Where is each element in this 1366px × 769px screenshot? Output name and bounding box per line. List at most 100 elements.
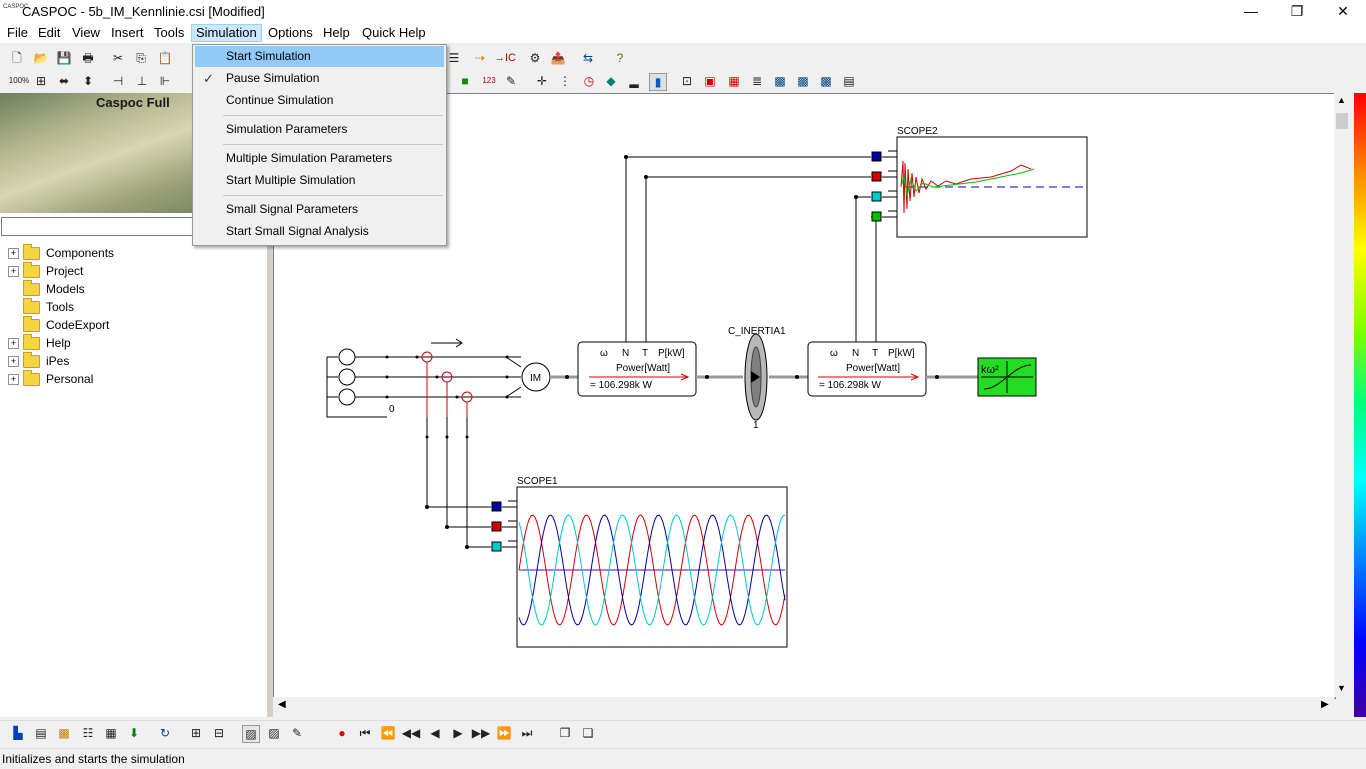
fast-back-icon[interactable]: ⏪: [380, 726, 396, 740]
step-back-icon[interactable]: ◀◀: [401, 726, 421, 740]
scope-icon[interactable]: ▣: [704, 74, 716, 88]
step-forward-icon[interactable]: ▶▶: [471, 726, 491, 740]
panel-splitter[interactable]: [266, 93, 273, 717]
menu-item-continue-simulation[interactable]: Continue Simulation: [226, 93, 334, 107]
first-icon[interactable]: ⏮: [359, 726, 371, 740]
menu-file[interactable]: File: [7, 25, 28, 40]
help-icon[interactable]: ?: [616, 51, 624, 65]
probe-icon[interactable]: ✎: [505, 74, 517, 88]
component-icon[interactable]: ⚙: [529, 51, 541, 65]
menu-quick-help[interactable]: Quick Help: [362, 25, 426, 40]
scope1-display[interactable]: [516, 486, 788, 648]
grid-icon[interactable]: ⋮: [559, 74, 571, 88]
scope2-port-blue[interactable]: [871, 151, 882, 162]
scope1-port-blue[interactable]: [491, 501, 502, 512]
menu-item-simulation-parameters[interactable]: Simulation Parameters: [226, 122, 348, 136]
windows-icon[interactable]: ❐: [559, 726, 571, 740]
menu-item-start-small-signal-analysis[interactable]: Start Small Signal Analysis: [226, 224, 369, 238]
menu-edit[interactable]: Edit: [38, 25, 61, 40]
cascade-icon[interactable]: ❏: [582, 726, 594, 740]
connect-icon[interactable]: ⇆: [582, 51, 594, 65]
export-icon[interactable]: 📤: [550, 51, 566, 65]
zoom-fit-icon[interactable]: ⊞: [35, 74, 47, 88]
open-folder-icon[interactable]: 📂: [33, 51, 49, 65]
menu-tools[interactable]: Tools: [154, 25, 185, 40]
tree-item-project[interactable]: +Project: [8, 261, 83, 280]
zoom-width-icon[interactable]: ⬌: [58, 74, 70, 88]
counter-button[interactable]: 123: [482, 76, 496, 85]
minimize-button[interactable]: —: [1244, 3, 1258, 19]
save-icon[interactable]: 💾: [56, 51, 72, 65]
scroll-down-icon[interactable]: ▼: [1337, 683, 1346, 693]
menu-item-multiple-simulation-parameters[interactable]: Multiple Simulation Parameters: [226, 151, 393, 165]
clock-icon[interactable]: ◷: [583, 74, 595, 88]
tree-item-models[interactable]: Models: [8, 279, 85, 298]
paste-icon[interactable]: 📋: [157, 51, 173, 65]
menu-item-start-multiple-simulation[interactable]: Start Multiple Simulation: [226, 173, 356, 187]
fill-icon[interactable]: ◆: [606, 74, 616, 88]
three-phase-supply[interactable]: [326, 348, 522, 418]
zoom-height-icon[interactable]: ⬍: [82, 74, 94, 88]
menu-options[interactable]: Options: [268, 25, 313, 40]
download-icon[interactable]: ⬇: [128, 726, 140, 740]
report-icon[interactable]: ▤: [35, 726, 47, 740]
menu-item-start-simulation[interactable]: Start Simulation: [195, 46, 444, 67]
menu-item-small-signal-parameters[interactable]: Small Signal Parameters: [226, 202, 359, 216]
picture2-icon[interactable]: ▨: [268, 726, 280, 740]
chart-bars-icon[interactable]: ▙: [13, 726, 23, 740]
inductor-icon[interactable]: ⊥: [136, 74, 148, 88]
menu-simulation[interactable]: Simulation: [191, 24, 262, 42]
back-icon[interactable]: ◀: [430, 726, 440, 740]
node-icon[interactable]: ✛: [536, 74, 548, 88]
zoom-100-button[interactable]: 100%: [8, 76, 30, 85]
tree-item-help[interactable]: +Help: [8, 333, 71, 352]
maximize-button[interactable]: ❐: [1290, 3, 1304, 19]
vertical-scrollbar[interactable]: ▲ ▼: [1334, 93, 1351, 697]
current-probes[interactable]: [421, 351, 473, 417]
cut-icon[interactable]: ✂: [112, 51, 124, 65]
power-meter-1[interactable]: [577, 341, 697, 397]
tree-item-personal[interactable]: +Personal: [8, 369, 93, 388]
scope1-port-cyan[interactable]: [491, 541, 502, 552]
list-view-icon[interactable]: ☷: [82, 726, 94, 740]
close-button[interactable]: ✕: [1337, 3, 1349, 19]
menu-item-pause-simulation[interactable]: ✓Pause Simulation: [195, 68, 444, 89]
copy-icon[interactable]: ⎘: [136, 51, 146, 65]
chip-icon[interactable]: ▩: [774, 74, 786, 88]
expand-icon[interactable]: +: [8, 265, 19, 277]
scope1-port-red[interactable]: [491, 521, 502, 532]
play-icon[interactable]: ▶: [453, 726, 463, 740]
print-icon[interactable]: 🖶: [82, 51, 94, 65]
numeric-icon[interactable]: ▩: [58, 726, 70, 740]
menu-view[interactable]: View: [72, 25, 100, 40]
chip2-icon[interactable]: ▩: [797, 74, 809, 88]
tree-item-components[interactable]: +Components: [8, 243, 114, 262]
scope2-port-cyan[interactable]: [871, 191, 882, 202]
schematic-canvas[interactable]: SCOPE2 0 IM SCOPE1: [273, 93, 1336, 699]
scope2-port-green[interactable]: [871, 211, 882, 222]
library-search-input[interactable]: [1, 217, 193, 236]
fast-forward-icon[interactable]: ⏩: [496, 726, 512, 740]
new-file-icon[interactable]: 🗋: [12, 51, 22, 65]
horizontal-scrollbar[interactable]: ◀ ▶: [273, 697, 1334, 714]
tools-icon[interactable]: ✎: [291, 726, 303, 740]
arrow-right-icon[interactable]: ⇢: [474, 51, 486, 65]
block-icon[interactable]: ■: [461, 74, 469, 88]
library-icon[interactable]: ▦: [728, 74, 740, 88]
menu-help[interactable]: Help: [323, 25, 350, 40]
layout-icon[interactable]: ⊞: [190, 726, 202, 740]
expand-icon[interactable]: +: [8, 355, 19, 367]
scroll-right-icon[interactable]: ▶: [1321, 699, 1329, 710]
scroll-left-icon[interactable]: ◀: [278, 699, 286, 710]
align-icon[interactable]: ☰: [448, 51, 460, 65]
menu-insert[interactable]: Insert: [111, 25, 144, 40]
picture-icon[interactable]: ▨: [242, 725, 260, 743]
expand-icon[interactable]: +: [8, 337, 19, 349]
tree-item-codeexport[interactable]: CodeExport: [8, 315, 109, 334]
level-icon[interactable]: ▂: [629, 74, 639, 88]
tree-item-ipes[interactable]: +iPes: [8, 351, 69, 370]
resistor-icon[interactable]: ⊣: [112, 74, 124, 88]
power-meter-2[interactable]: [807, 341, 927, 397]
layout2-icon[interactable]: ⊟: [213, 726, 225, 740]
set-ic-button[interactable]: →IC: [494, 52, 516, 64]
